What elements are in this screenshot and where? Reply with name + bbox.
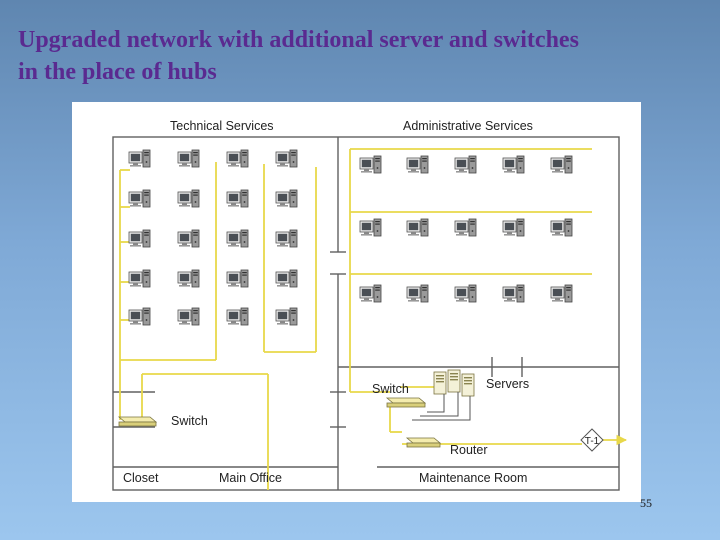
t1-connection (580, 428, 604, 452)
label-servers: Servers (486, 377, 529, 391)
router (405, 437, 442, 448)
label-maintenance-room: Maintenance Room (419, 471, 527, 485)
diagram-background (72, 102, 641, 502)
title-line-1: Upgraded network with additional server … (18, 27, 579, 53)
label-t1: T-1 (585, 436, 600, 447)
label-closet: Closet (123, 471, 159, 485)
label-main-office: Main Office (219, 471, 282, 485)
network-diagram: Technical Services Administrative Servic… (72, 102, 641, 502)
network-cables (119, 148, 628, 490)
switch-closet (117, 416, 158, 427)
servers (412, 369, 475, 421)
title-line-2: in the place of hubs (18, 59, 217, 85)
label-router: Router (450, 443, 488, 457)
label-technical-services: Technical Services (170, 119, 274, 133)
switch-maintenance (385, 397, 427, 408)
slide-title: Upgraded network with additional server … (18, 24, 708, 88)
floor-plan-walls (112, 136, 620, 491)
label-switch-maintenance: Switch (372, 382, 409, 396)
label-switch-closet: Switch (171, 414, 208, 428)
label-administrative-services: Administrative Services (403, 119, 533, 133)
page-number: 55 (640, 496, 652, 510)
